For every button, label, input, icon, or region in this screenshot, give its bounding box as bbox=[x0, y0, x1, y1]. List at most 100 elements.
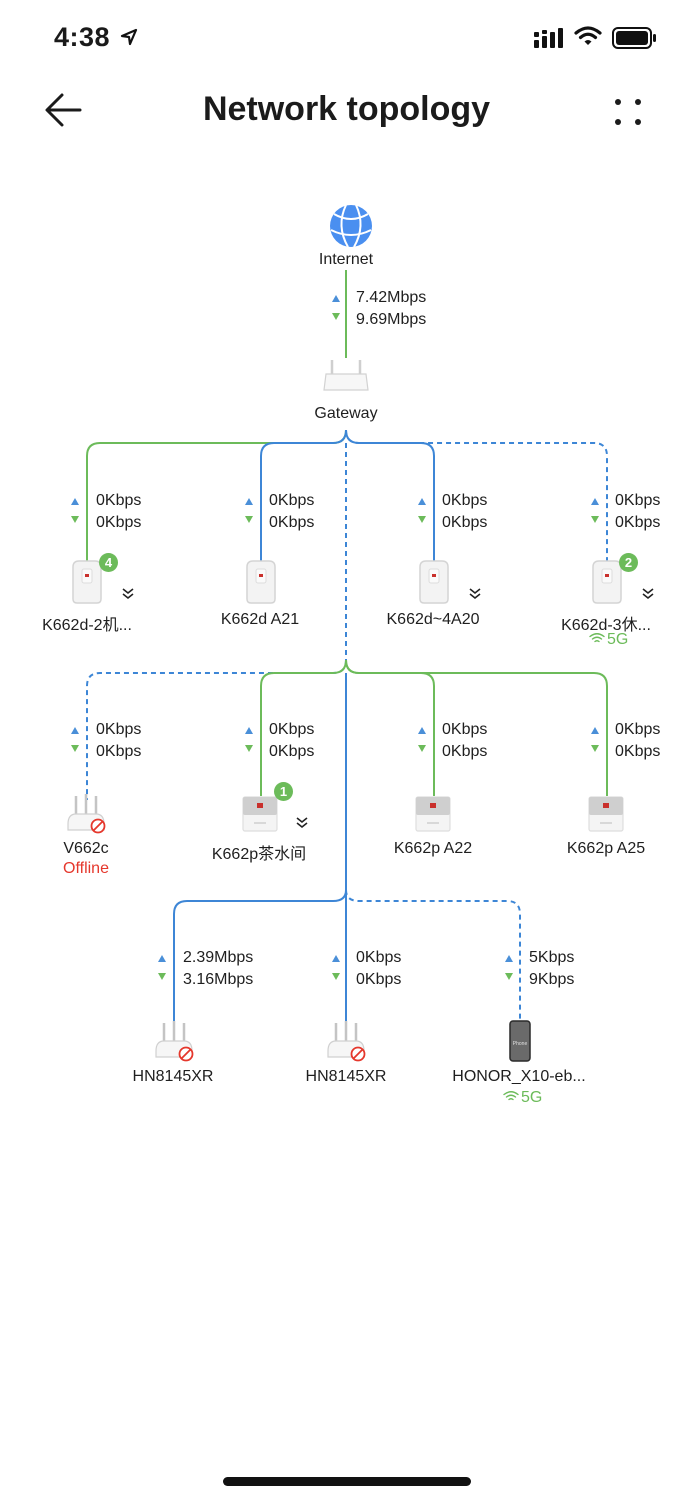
upload-arrow-icon bbox=[332, 955, 340, 962]
expand-chevron-icon[interactable] bbox=[121, 587, 135, 601]
download-rate: 0Kbps bbox=[615, 743, 661, 760]
upload-arrow-icon bbox=[591, 498, 599, 505]
upload-rate: 0Kbps bbox=[442, 721, 488, 738]
back-arrow-icon[interactable] bbox=[40, 90, 86, 130]
k662d-ap-icon bbox=[72, 560, 102, 604]
link-k662d-a21 bbox=[260, 429, 347, 566]
upload-rate: 2.39Mbps bbox=[183, 949, 254, 966]
download-arrow-icon bbox=[245, 745, 253, 752]
wifi-band: 5G bbox=[607, 631, 629, 648]
upload-arrow-icon bbox=[418, 498, 426, 505]
link-k662p-a25 bbox=[345, 659, 608, 796]
internet-upload-rate: 7.42Mbps bbox=[356, 289, 427, 306]
gateway-label[interactable]: Gateway bbox=[314, 405, 378, 422]
expand-chevron-icon[interactable] bbox=[641, 587, 655, 601]
hn8145xr-router-icon bbox=[326, 1019, 366, 1062]
k662d-ap-icon bbox=[419, 560, 449, 604]
device-name: K662d A21 bbox=[220, 611, 300, 628]
download-rate: 0Kbps bbox=[615, 514, 661, 531]
download-rate: 0Kbps bbox=[356, 971, 402, 988]
download-arrow-icon bbox=[245, 516, 253, 523]
upload-rate: 0Kbps bbox=[615, 492, 661, 509]
device-name: V662c bbox=[63, 840, 109, 857]
upload-rate: 0Kbps bbox=[96, 721, 142, 738]
phone-screen-text: Phone bbox=[513, 1041, 528, 1047]
download-arrow-icon bbox=[71, 745, 79, 752]
device-name: HN8145XR bbox=[132, 1068, 214, 1085]
k662p-ap-icon bbox=[242, 796, 278, 832]
upload-arrow-icon bbox=[71, 498, 79, 505]
device-name: K662p A22 bbox=[393, 840, 473, 857]
download-rate: 9Kbps bbox=[529, 971, 575, 988]
offline-status: Offline bbox=[63, 860, 109, 877]
upload-rate: 5Kbps bbox=[529, 949, 575, 966]
battery-icon bbox=[612, 27, 656, 49]
wifi-band-icon bbox=[503, 1091, 519, 1101]
k662p-ap-icon bbox=[588, 796, 624, 832]
wifi-band: 5G bbox=[521, 1089, 543, 1106]
connection-lines bbox=[86, 270, 608, 1030]
download-arrow-icon bbox=[418, 516, 426, 523]
link-k662p-tea bbox=[260, 659, 347, 796]
v662c-router-icon bbox=[66, 792, 106, 834]
internet-label[interactable]: Internet bbox=[318, 251, 374, 268]
download-rate: 0Kbps bbox=[96, 743, 142, 760]
download-rate: 3.16Mbps bbox=[183, 971, 254, 988]
upload-arrow-icon bbox=[71, 727, 79, 734]
expand-chevron-icon[interactable] bbox=[295, 816, 309, 830]
download-rate: 0Kbps bbox=[96, 514, 142, 531]
upload-rate: 0Kbps bbox=[615, 721, 661, 738]
client-count-badge: 1 bbox=[274, 782, 293, 801]
upload-arrow-icon bbox=[591, 727, 599, 734]
expand-chevron-icon[interactable] bbox=[468, 587, 482, 601]
client-count-badge: 2 bbox=[619, 553, 638, 572]
gateway-router-icon bbox=[323, 360, 369, 391]
download-rate: 0Kbps bbox=[442, 743, 488, 760]
upload-rate: 0Kbps bbox=[269, 721, 315, 738]
internet-globe-icon bbox=[330, 204, 372, 248]
status-time: 4:38 bbox=[54, 22, 111, 52]
home-indicator bbox=[223, 1477, 471, 1486]
client-count-badge: 4 bbox=[99, 553, 118, 572]
download-arrow-icon bbox=[591, 516, 599, 523]
wifi-band-icon bbox=[589, 633, 605, 643]
download-arrow-icon bbox=[332, 973, 340, 980]
device-name: K662p A25 bbox=[566, 840, 646, 857]
device-name: K662d-2机... bbox=[42, 617, 132, 634]
device-name: K662d-3休... bbox=[561, 617, 651, 634]
device-name: K662p茶水间 bbox=[211, 846, 307, 863]
upload-rate: 0Kbps bbox=[356, 949, 402, 966]
hn8145xr-router-icon bbox=[154, 1019, 194, 1062]
download-rate: 0Kbps bbox=[442, 514, 488, 531]
link-k662d-3 bbox=[345, 429, 608, 566]
k662d-ap-icon bbox=[592, 560, 622, 604]
status-bar: 4:38 bbox=[0, 0, 693, 76]
upload-arrow-icon bbox=[505, 955, 513, 962]
link-honor bbox=[345, 889, 521, 1020]
page-title: Network topology bbox=[202, 90, 491, 128]
download-arrow-icon bbox=[71, 516, 79, 523]
cellular-signal-icon bbox=[534, 28, 563, 48]
k662p-ap-icon bbox=[415, 796, 451, 832]
upload-rate: 0Kbps bbox=[96, 492, 142, 509]
download-arrow-icon bbox=[591, 745, 599, 752]
upload-rate: 0Kbps bbox=[269, 492, 315, 509]
link-v662c bbox=[86, 659, 347, 800]
download-arrow-icon bbox=[158, 973, 166, 980]
download-rate: 0Kbps bbox=[269, 743, 315, 760]
link-hn8145xr-1 bbox=[173, 889, 347, 1030]
upload-rate: 0Kbps bbox=[442, 492, 488, 509]
download-arrow-icon bbox=[505, 973, 513, 980]
upload-arrow-icon bbox=[418, 727, 426, 734]
more-options-icon[interactable] bbox=[610, 94, 646, 130]
download-rate: 0Kbps bbox=[269, 514, 315, 531]
device-name: HN8145XR bbox=[305, 1068, 387, 1085]
location-arrow-icon bbox=[120, 28, 138, 46]
download-arrow-icon bbox=[418, 745, 426, 752]
k662d-ap-icon bbox=[246, 560, 276, 604]
upload-arrow-icon bbox=[332, 295, 340, 302]
wifi-icon bbox=[574, 26, 602, 45]
upload-arrow-icon bbox=[158, 955, 166, 962]
phone-icon: Phone bbox=[509, 1020, 531, 1062]
